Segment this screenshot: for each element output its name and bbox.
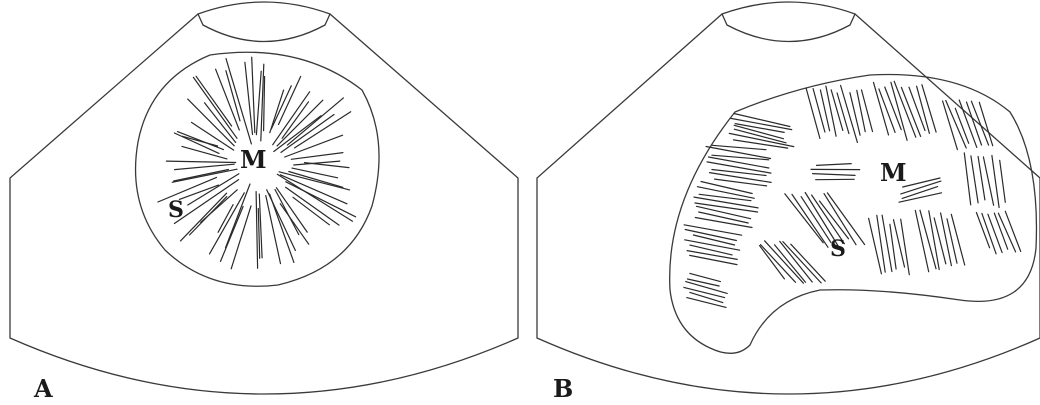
spicule-line: [894, 81, 916, 137]
panel-a-center-label: M: [240, 145, 267, 174]
spicule-line: [941, 213, 952, 266]
panel-a-tissue-label: S: [168, 197, 184, 223]
spicule-line: [226, 59, 251, 144]
panel-b-sector-outline: [537, 14, 1040, 394]
spicule-line: [693, 235, 734, 245]
spicule-line: [903, 178, 940, 187]
spicule-line: [266, 196, 281, 264]
spicule-line: [305, 163, 350, 168]
spicule-line: [166, 161, 235, 162]
spicule-line: [256, 192, 258, 269]
spicule-line: [947, 219, 957, 263]
spicule-line: [831, 90, 843, 130]
spicule-line: [226, 184, 251, 248]
spicule-line: [279, 172, 350, 190]
spicule-line: [706, 147, 770, 159]
spicule-line: [684, 225, 742, 235]
panel-a: M S A: [10, 2, 518, 403]
spicule-line: [258, 209, 259, 259]
spicule-line: [687, 298, 726, 308]
spicule-line: [710, 173, 772, 183]
spicule-line: [190, 197, 227, 235]
spicule-line: [869, 218, 882, 273]
panel-b-label: B: [553, 374, 573, 403]
spicule-line: [760, 246, 785, 279]
spicule-line: [862, 90, 873, 132]
panel-a-transducer-arc: [198, 2, 330, 42]
panel-b: M S B: [537, 2, 1040, 403]
spicule-line: [690, 255, 737, 264]
spicule-line: [988, 214, 1002, 252]
spicule-line: [685, 240, 740, 250]
spicule-line: [196, 76, 232, 126]
spicule-line: [707, 162, 771, 173]
spicule-line: [158, 177, 217, 202]
spicule-line: [699, 212, 749, 223]
spicule-line: [291, 153, 343, 160]
spicule-line: [1000, 160, 1006, 202]
spicule-line: [174, 170, 229, 182]
spicule-line: [252, 57, 255, 133]
spicule-line: [964, 153, 970, 205]
panel-b-transducer-arc: [722, 2, 855, 42]
spicule-line: [245, 62, 253, 134]
spicule-line: [901, 219, 910, 275]
spicule-line: [697, 206, 751, 218]
spicule-line: [256, 71, 261, 135]
spicule-line: [270, 90, 284, 133]
spicule-line: [971, 156, 978, 203]
spicule-line: [289, 172, 343, 188]
panel-a-label: A: [33, 374, 53, 403]
spicule-line: [813, 174, 856, 176]
spicule-line: [934, 218, 946, 264]
spicule-line: [218, 205, 233, 233]
spicule-line: [694, 197, 758, 208]
spicule-line: [231, 206, 251, 269]
spicule-line: [820, 201, 849, 239]
spicule-line: [181, 193, 227, 241]
spicule-line: [275, 190, 299, 235]
spicule-line: [978, 157, 985, 200]
spicule-line: [922, 85, 936, 132]
spicule-line: [826, 86, 836, 136]
spicule-line: [286, 187, 339, 225]
spicule-line: [806, 88, 820, 138]
spicule-line: [891, 82, 907, 140]
spicule-line: [813, 89, 825, 132]
spicule-line: [175, 164, 235, 169]
spicule-line: [951, 214, 964, 265]
spicule-line: [690, 292, 723, 302]
panel-b-center-label: M: [880, 158, 907, 187]
spicule-line: [690, 245, 732, 255]
spicule-line: [687, 251, 737, 260]
panel-b-spicules: [684, 81, 1021, 307]
spicule-line: [264, 77, 265, 131]
spicule-line: [280, 204, 308, 244]
spicule-line: [946, 101, 966, 149]
panel-b-tissue-label: S: [830, 236, 846, 262]
spicule-line: [817, 164, 852, 166]
spicule-line: [837, 93, 849, 134]
